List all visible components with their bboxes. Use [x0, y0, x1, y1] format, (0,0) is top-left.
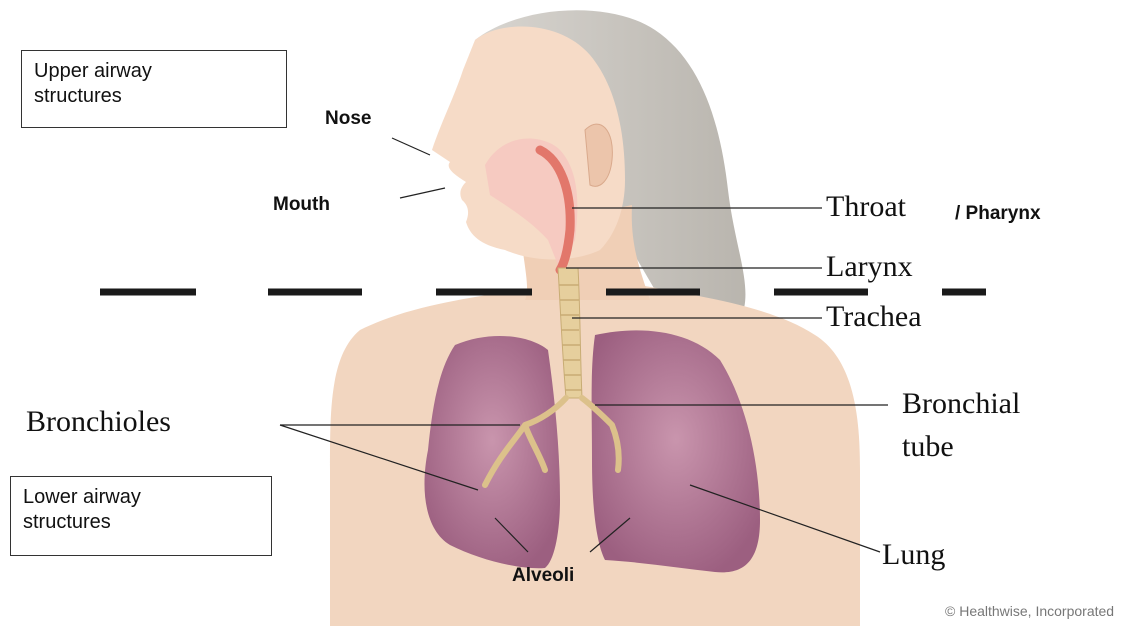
larynx-label: Larynx: [826, 250, 913, 284]
trachea-label: Trachea: [826, 300, 922, 334]
bronchial-label-line2: tube: [902, 430, 954, 464]
nose-label: Nose: [325, 108, 371, 130]
lung-label: Lung: [882, 538, 945, 572]
lower-airway-line1: Lower airway: [23, 485, 259, 510]
upper-airway-box: Upper airway structures: [21, 50, 287, 128]
alveoli-label: Alveoli: [512, 565, 574, 587]
bronchial-label-line1: Bronchial: [902, 387, 1020, 421]
mouth-label: Mouth: [273, 194, 330, 216]
lower-airway-box: Lower airway structures: [10, 476, 272, 556]
upper-airway-line2: structures: [34, 84, 274, 109]
copyright-credit: © Healthwise, Incorporated: [945, 603, 1114, 619]
pharynx-label: / Pharynx: [955, 203, 1041, 225]
upper-airway-line1: Upper airway: [34, 59, 274, 84]
throat-label: Throat: [826, 190, 906, 224]
bronchioles-label: Bronchioles: [26, 405, 171, 439]
lower-airway-line2: structures: [23, 510, 259, 535]
